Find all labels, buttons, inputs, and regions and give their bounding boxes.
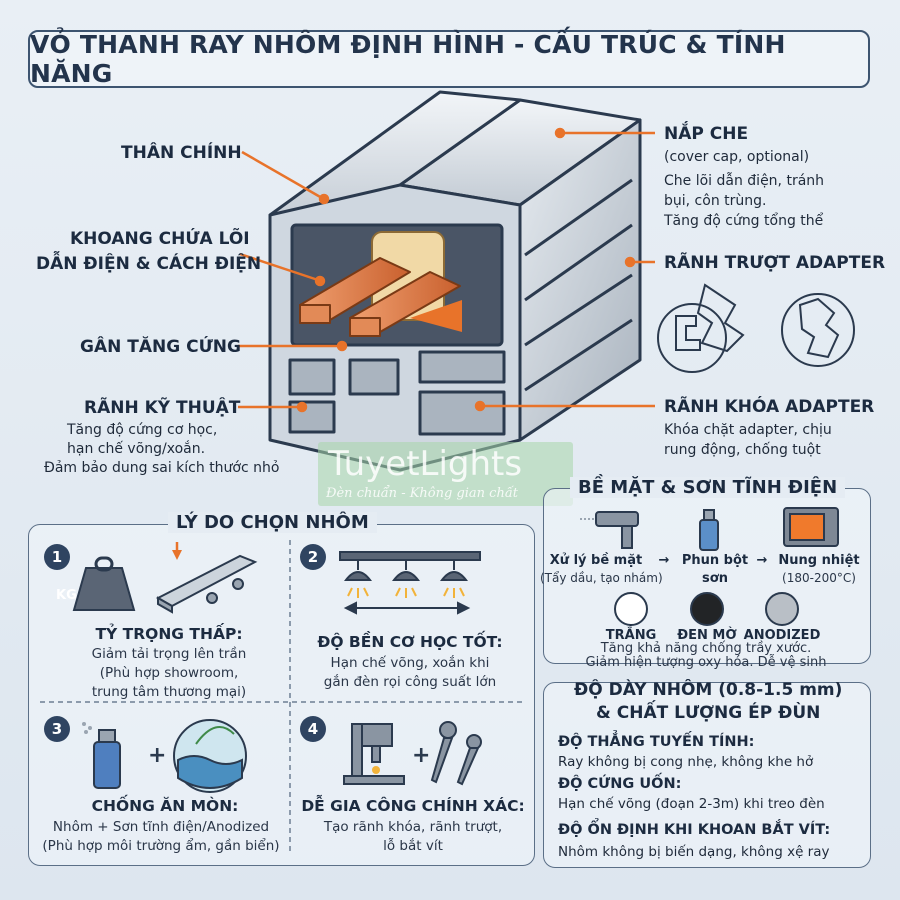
desc-ranh-ky-thuat-1: Tăng độ cứng cơ học, (67, 422, 218, 438)
watermark: TuyetLights Đèn chuẩn - Không gian chất (318, 442, 573, 506)
adapter-puzzle (696, 283, 745, 353)
page-title: VỎ THANH RAY NHÔM ĐỊNH HÌNH - CẤU TRÚC &… (30, 30, 786, 88)
thickness-title-1: ĐỘ DÀY NHÔM (0.8-1.5 mm) (574, 680, 843, 700)
label-ranh-truot: RÃNH TRƯỢT ADAPTER (664, 253, 886, 273)
desc-nap-che-3: bụi, côn trùng. (664, 193, 767, 209)
label-nap-che: NẮP CHE (664, 124, 749, 144)
desc-ranh-khoa-1: Khóa chặt adapter, chịu (664, 422, 832, 438)
thickness-title-2: & CHẤT LƯỢNG ÉP ĐÙN (596, 703, 821, 723)
screws-icon (430, 721, 482, 786)
label-ranh-ky-thuat: RÃNH KỸ THUẬT (84, 398, 241, 418)
reasons-title: LÝ DO CHỌN NHÔM (168, 512, 377, 533)
thickness-text-1: Ray không bị cong nhẹ, không khe hở (558, 754, 814, 770)
reason-3-line-1: Nhôm + Sơn tĩnh điện/Anodized (52, 819, 270, 835)
finish-swatch-black (690, 592, 724, 626)
label-gan-tang-cung: GÂN TĂNG CỨNG (80, 337, 241, 357)
title-box: VỎ THANH RAY NHÔM ĐỊNH HÌNH - CẤU TRÚC &… (28, 30, 870, 88)
rail-body (268, 90, 642, 472)
reason-number-4: 4 (300, 716, 326, 742)
label-ranh-khoa: RÃNH KHÓA ADAPTER (664, 397, 875, 417)
surface-step-2: Phun bột (681, 553, 749, 568)
finish-label-black: ĐEN MỜ (677, 628, 737, 643)
desc-ranh-ky-thuat-3: Đảm bảo dung sai kích thước nhỏ (44, 460, 280, 476)
adapter-symbols (657, 283, 855, 373)
reason-1-line-3: trung tâm thương mại) (91, 684, 247, 700)
desc-ranh-ky-thuat-2: hạn chế võng/xoắn. (67, 441, 206, 457)
svg-text:+: + (148, 743, 166, 768)
surface-arrow-1: → (658, 553, 670, 568)
spray-gun-icon (580, 511, 639, 549)
desc-nap-che-1: (cover cap, optional) (664, 149, 810, 165)
reason-caption-1: TỶ TRỌNG THẤP: (95, 625, 243, 643)
reason-2-line-2: gắn đèn rọi công suất lớn (323, 674, 497, 690)
watermark-slogan: Đèn chuẩn - Không gian chất (326, 486, 519, 501)
thickness-text-3: Nhôm không bị biến dạng, không xệ ray (558, 844, 830, 860)
desc-ranh-khoa-2: rung động, chống tuột (664, 442, 821, 458)
label-than-chinh: THÂN CHÍNH (121, 143, 242, 163)
surface-note-1: Tăng khả năng chống trầy xước. (600, 641, 812, 656)
surface-step-3: Nung nhiệt (778, 553, 860, 568)
coast-icon (173, 719, 247, 793)
spray-can-icon (82, 722, 121, 789)
surface-step-1-note: (Tẩy dầu, tạo nhám) (540, 571, 663, 585)
label-khoang-1: KHOANG CHỨA LÕI (70, 229, 250, 249)
reason-number-3: 3 (44, 716, 70, 742)
watermark-brand: TuyetLights (328, 444, 523, 484)
drill-press-icon (343, 723, 405, 785)
reason-3-line-2: (Phù hợp môi trường ẩm, gần biển) (42, 838, 280, 854)
reason-number-1: 1 (44, 544, 70, 570)
weight-label: KG (56, 588, 77, 603)
label-khoang-2: DẪN ĐIỆN & CÁCH ĐIỆN (36, 254, 262, 274)
adapter-circle-1 (657, 303, 727, 373)
finish-label-white: TRẮNG (605, 628, 657, 643)
reason-caption-3: CHỐNG ĂN MÒN: (91, 797, 239, 815)
svg-text:+: + (412, 743, 430, 768)
thickness-head-1: ĐỘ THẲNG TUYẾN TÍNH: (558, 734, 755, 750)
adapter-circle-2 (781, 293, 855, 367)
thickness-head-3: ĐỘ ỔN ĐỊNH KHI KHOAN BẮT VÍT: (558, 822, 831, 838)
finish-label-anodized: ANODIZED (743, 628, 821, 643)
spray-bottle-icon (699, 509, 719, 551)
thickness-text-2: Hạn chế võng (đoạn 2-3m) khi treo đèn (558, 796, 825, 812)
reason-2-line-1: Hạn chế võng, xoắn khi (330, 655, 490, 671)
finish-swatch-anodized (765, 592, 799, 626)
rail-mini-icon (155, 542, 258, 614)
surface-note-2: Giảm hiện tượng oxy hóa. Dễ vệ sinh (585, 655, 827, 670)
cavity-arrow (410, 300, 462, 332)
reason-caption-4: DỄ GIA CÔNG CHÍNH XÁC: (301, 797, 525, 815)
surface-step-2-note: sơn (702, 571, 728, 586)
track-lights-icon (339, 551, 481, 615)
reason-1-line-2: (Phù hợp showroom, (99, 665, 239, 681)
reason-1-line-1: Giảm tải trọng lên trần (91, 646, 247, 662)
leader-lines (238, 127, 655, 413)
oven-icon (783, 507, 839, 547)
desc-nap-che-2: Che lõi dẫn điện, tránh (664, 173, 825, 189)
surface-title: BỀ MẶT & SƠN TĨNH ĐIỆN (570, 477, 846, 498)
reason-number-2: 2 (300, 544, 326, 570)
reason-4-line-1: Tạo rãnh khóa, rãnh trượt, (323, 819, 503, 835)
surface-step-1: Xử lý bề mặt (549, 553, 643, 568)
thickness-head-2: ĐỘ CỨNG UỐN: (558, 776, 682, 792)
reason-caption-2: ĐỘ BỀN CƠ HỌC TỐT: (317, 633, 503, 651)
surface-step-3-note: (180-200°C) (782, 571, 856, 585)
thickness-panel (543, 682, 871, 868)
weight-icon (72, 556, 136, 611)
finish-swatch-white (614, 592, 648, 626)
desc-nap-che-4: Tăng độ cứng tổng thể (664, 213, 824, 229)
surface-arrow-2: → (756, 553, 768, 568)
reason-4-line-2: lỗ bắt vít (383, 838, 443, 854)
